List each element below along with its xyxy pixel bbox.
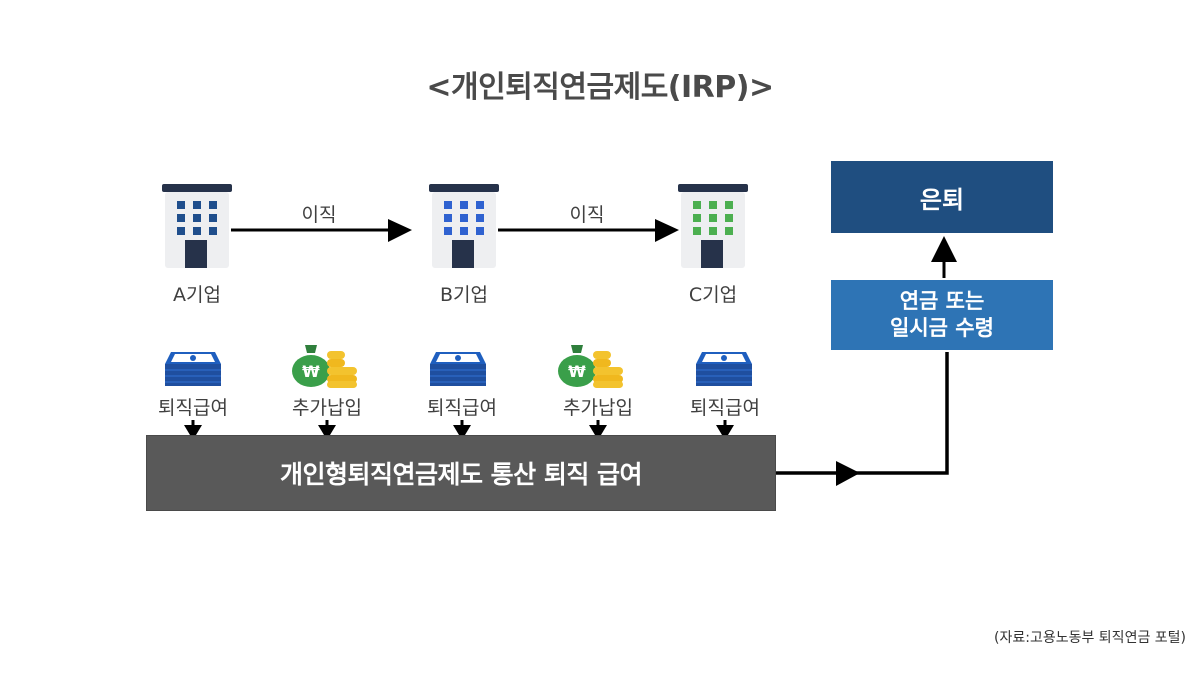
money-bag-coins-icon: ₩ xyxy=(292,345,357,388)
window xyxy=(177,227,185,235)
arrow-down-2 xyxy=(318,420,336,440)
window xyxy=(476,201,484,209)
window xyxy=(725,214,733,222)
company-c-label: C기업 xyxy=(688,284,738,306)
contribution-4: ₩ xyxy=(557,343,625,393)
contribution-5 xyxy=(694,350,754,392)
receipt-line-1: 연금 또는 xyxy=(899,288,985,313)
contribution-label: 퇴직급여 xyxy=(158,397,228,419)
arrow-a-to-b xyxy=(231,219,412,242)
window xyxy=(693,214,701,222)
retirement-label: 은퇴 xyxy=(919,185,965,214)
window xyxy=(460,227,468,235)
arrow-receive-to-retire xyxy=(931,236,957,278)
company-b xyxy=(429,184,499,274)
job-change-label: 이직 xyxy=(301,204,337,226)
source-caption: (자료:고용노동부 퇴직연금 포털) xyxy=(994,630,1186,646)
window xyxy=(725,227,733,235)
svg-text:₩: ₩ xyxy=(568,362,586,381)
window xyxy=(709,201,717,209)
company-b-label: B기업 xyxy=(440,284,488,306)
window xyxy=(476,214,484,222)
window xyxy=(193,201,201,209)
window xyxy=(177,201,185,209)
window xyxy=(460,201,468,209)
money-bag-coins-icon: ₩ xyxy=(558,345,623,388)
pension-receipt-box: 연금 또는 일시금 수령 xyxy=(831,280,1053,350)
irp-total-label: 개인형퇴직연금제도 통산 퇴직 급여 xyxy=(279,460,643,489)
contribution-2: ₩ xyxy=(291,343,359,393)
window xyxy=(444,201,452,209)
window xyxy=(209,201,217,209)
building-icon xyxy=(429,184,499,268)
company-a xyxy=(162,184,232,274)
svg-text:₩: ₩ xyxy=(302,362,320,381)
window xyxy=(209,214,217,222)
window xyxy=(193,214,201,222)
money-stack-icon xyxy=(696,352,752,386)
window xyxy=(177,214,185,222)
window xyxy=(193,227,201,235)
arrow-down-1 xyxy=(184,420,202,440)
company-c xyxy=(678,184,748,274)
building-icon xyxy=(678,184,748,268)
company-a-label: A기업 xyxy=(173,284,221,306)
contribution-label: 퇴직급여 xyxy=(690,397,760,419)
irp-total-box: 개인형퇴직연금제도 통산 퇴직 급여 xyxy=(146,435,776,511)
money-stack-icon xyxy=(430,352,486,386)
contribution-label: 퇴직급여 xyxy=(427,397,497,419)
receipt-line-2: 일시금 수령 xyxy=(890,316,994,340)
window xyxy=(725,201,733,209)
window xyxy=(693,201,701,209)
arrow-down-4 xyxy=(589,420,607,440)
arrow-irp-to-receive xyxy=(775,352,949,486)
window xyxy=(476,227,484,235)
retirement-box: 은퇴 xyxy=(831,161,1053,233)
arrow-down-3 xyxy=(453,420,471,440)
window xyxy=(693,227,701,235)
window xyxy=(460,214,468,222)
window xyxy=(444,214,452,222)
window xyxy=(709,227,717,235)
money-stack-icon xyxy=(165,352,221,386)
diagram-title: <개인퇴직연금제도(IRP)> xyxy=(426,70,774,105)
contribution-1 xyxy=(163,350,223,392)
arrow-down-5 xyxy=(716,420,734,440)
job-change-label: 이직 xyxy=(569,204,605,226)
contribution-label: 추가납입 xyxy=(563,397,633,419)
building-icon xyxy=(162,184,232,268)
window xyxy=(444,227,452,235)
contribution-label: 추가납입 xyxy=(292,397,362,419)
window xyxy=(209,227,217,235)
arrow-b-to-c xyxy=(498,219,679,242)
window xyxy=(709,214,717,222)
contribution-3 xyxy=(428,350,488,392)
